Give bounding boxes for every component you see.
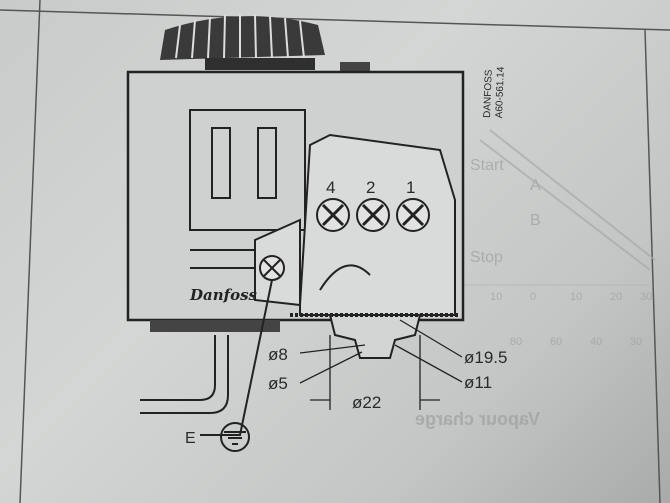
dimension-d19-5: ø19.5	[464, 348, 507, 367]
ghost-tick: 60	[550, 336, 562, 348]
terminal-label-1: 1	[406, 178, 415, 197]
earth-label: E	[185, 430, 196, 447]
dimension-d22: ø22	[352, 393, 381, 412]
dimension-d11: ø11	[464, 373, 492, 392]
earth-icon	[220, 422, 250, 452]
terminal-label-2: 2	[366, 178, 375, 197]
ghost-label-b: B	[530, 212, 541, 229]
ghost-tick: 20	[610, 291, 622, 303]
ghost-label-start: Start	[470, 157, 504, 174]
terminal-4: 4	[316, 178, 350, 232]
terminal-1: 1	[396, 178, 430, 232]
ghost-label-stop: Stop	[470, 249, 503, 266]
cable	[140, 279, 273, 436]
terminal-label-4: 4	[326, 178, 335, 197]
ghost-tick: 30	[640, 291, 652, 303]
show-through-graph: Vapour charge Start A B Stop 30 20 10 0 …	[415, 129, 656, 429]
reference-code: A60-561.14	[494, 66, 507, 118]
bellows-connection	[290, 313, 460, 359]
ghost-tick: 40	[590, 336, 602, 348]
dimension-d5: ø5	[268, 374, 288, 393]
dimension-d8: ø8	[268, 345, 288, 364]
page-border-right	[644, 29, 661, 503]
ghost-caption: Vapour charge	[415, 409, 540, 429]
terminal-2: 2	[356, 178, 390, 232]
danfoss-logo: Danfoss	[189, 286, 258, 304]
adjustment-knob	[160, 14, 370, 76]
brand-text: DANFOSS	[482, 69, 495, 118]
ghost-tick: 30	[630, 336, 642, 348]
ghost-tick: 0	[530, 291, 536, 303]
dimension-lines	[299, 319, 463, 410]
ghost-tick: 80	[510, 336, 522, 348]
page-border-left	[19, 0, 41, 503]
ghost-label-a: A	[530, 177, 541, 194]
page-border-top	[0, 9, 670, 31]
ghost-tick: 10	[570, 291, 582, 303]
ghost-tick: 10	[490, 291, 502, 303]
